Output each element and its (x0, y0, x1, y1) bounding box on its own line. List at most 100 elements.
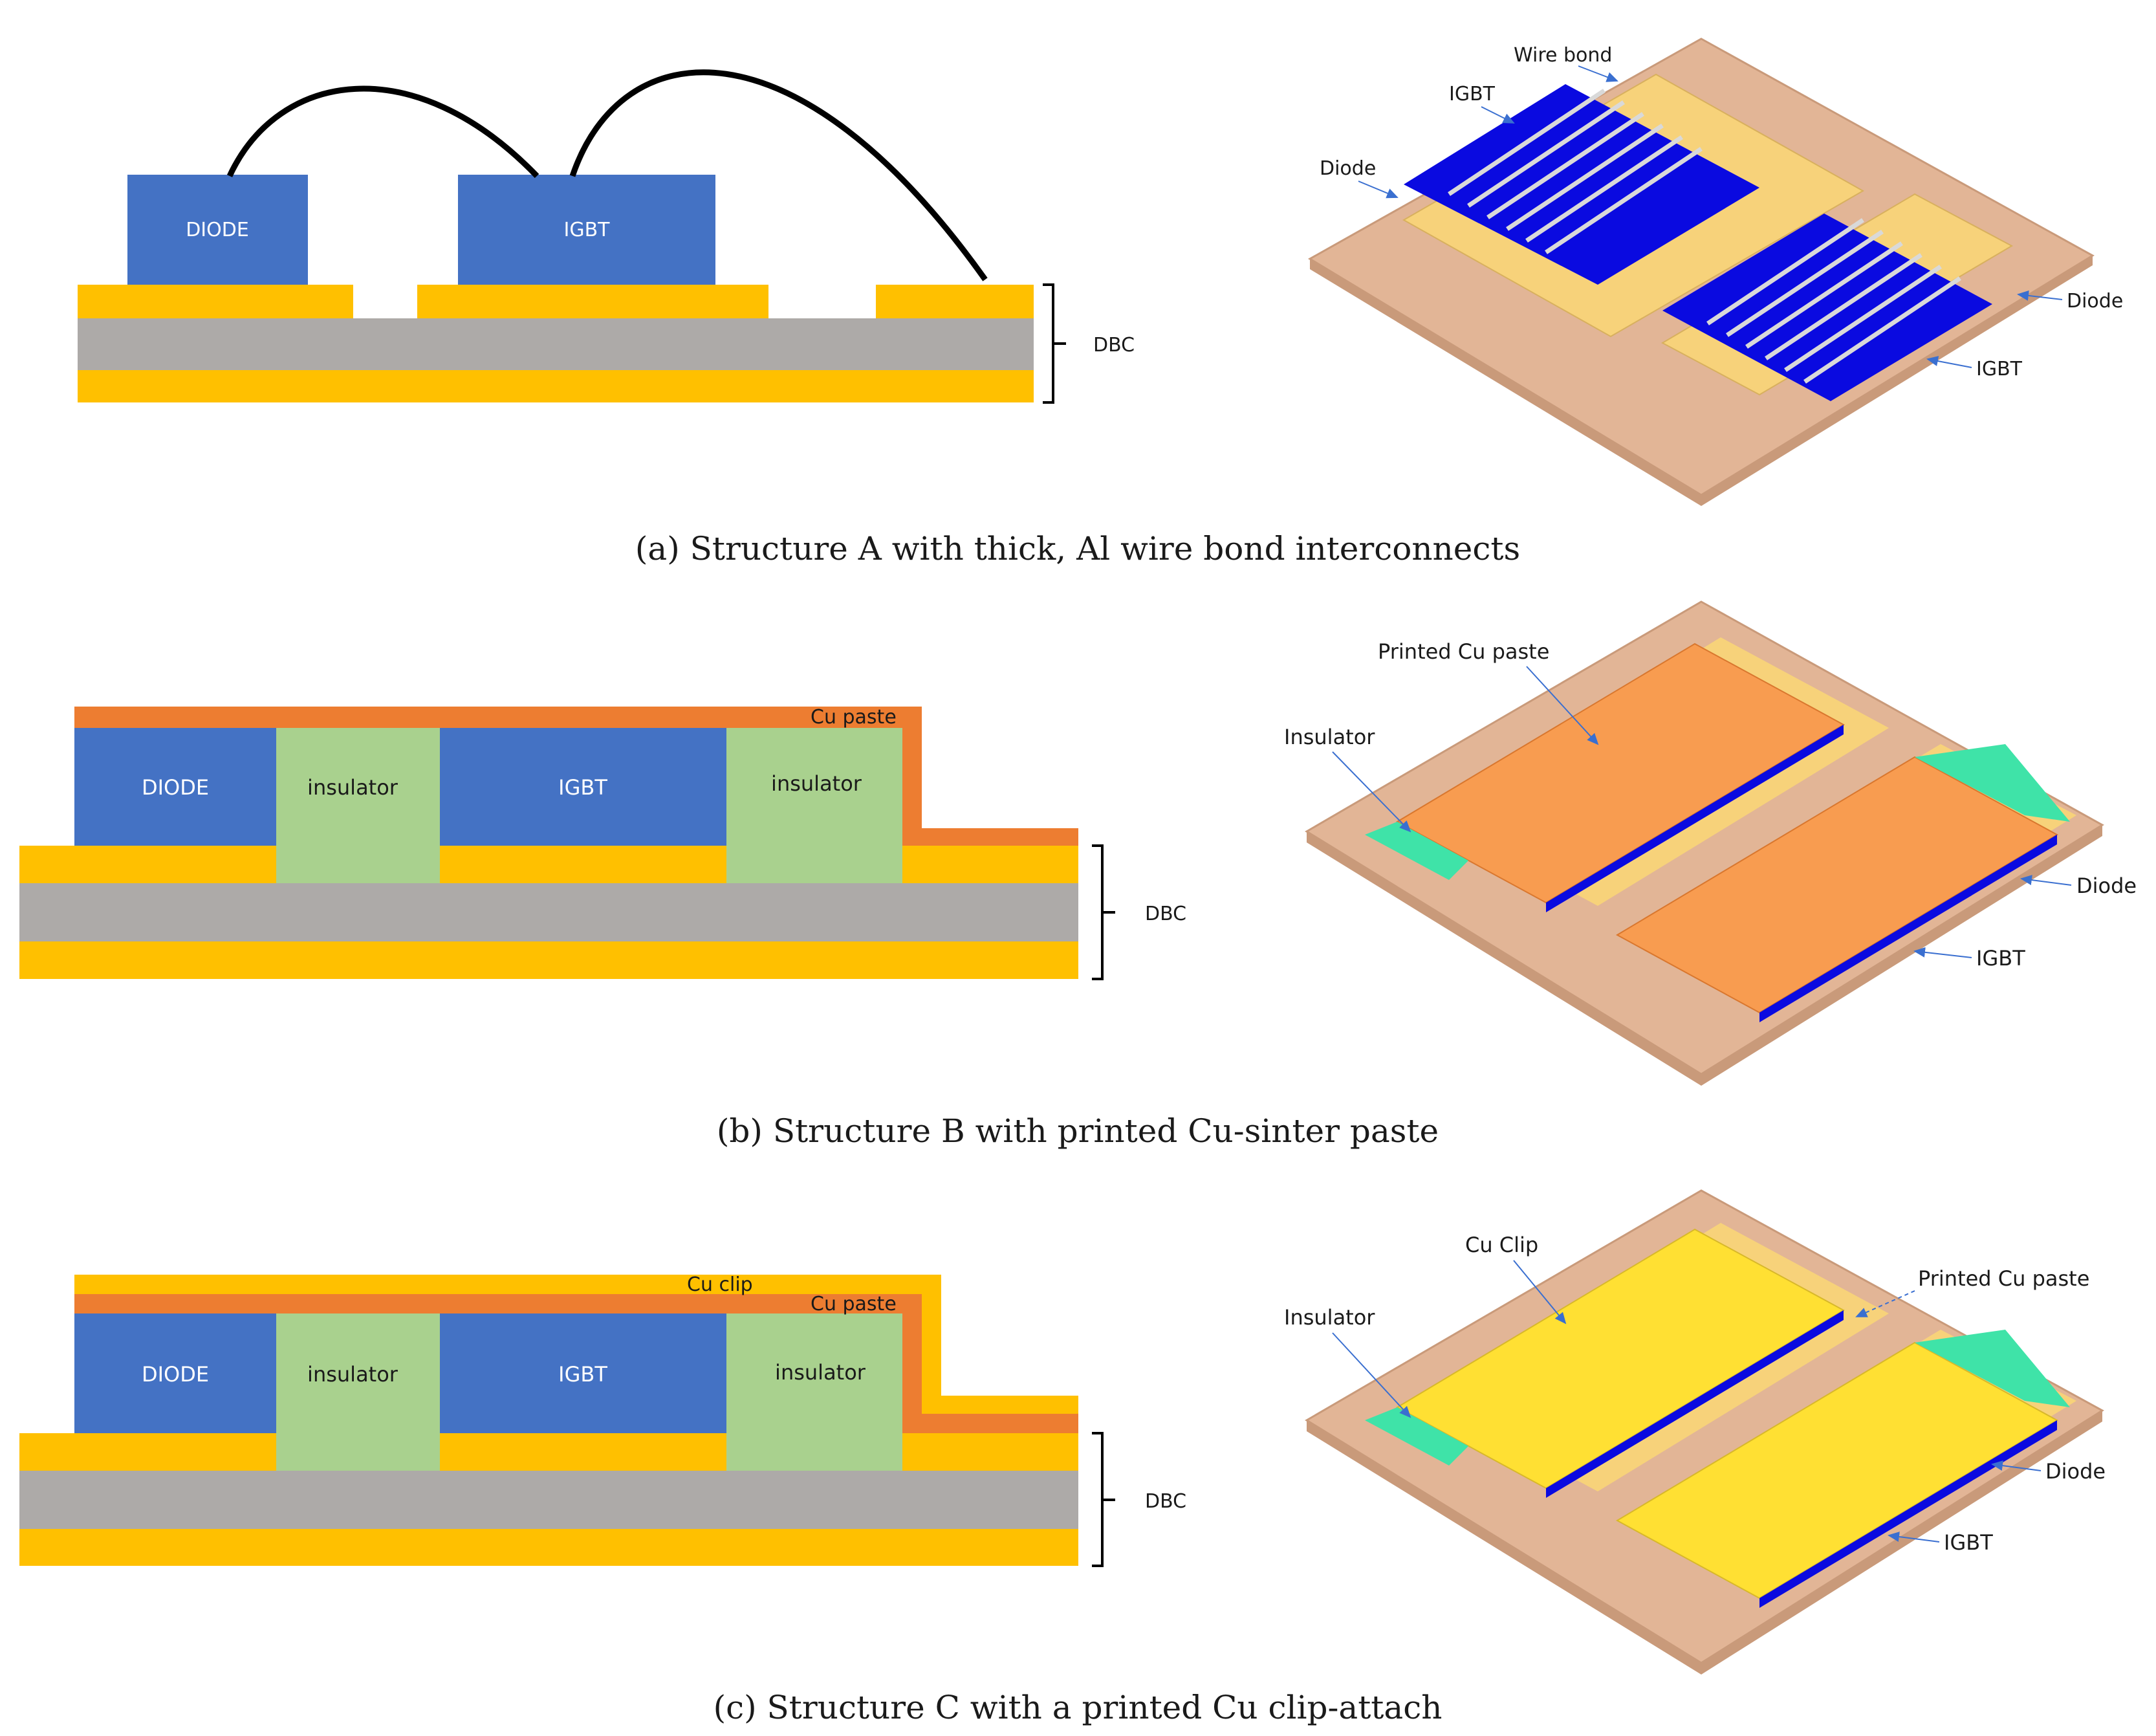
dbc-label: DBC (1145, 903, 1186, 925)
panel-a: DIODE IGBT DBC Wire bond IG (78, 38, 2123, 567)
wire-bonds-3d (1448, 89, 1961, 384)
diode-chip (74, 1313, 276, 1433)
dbc-top-copper-1 (19, 1433, 323, 1471)
wire-bond-2 (569, 69, 988, 281)
diode-label: DIODE (142, 1362, 209, 1387)
cross-section-b: DIODE insulator IGBT insulator Cu paste … (19, 706, 1186, 980)
insulator-1 (276, 728, 440, 883)
insulator-1 (276, 1313, 440, 1471)
cross-section-a: DIODE IGBT DBC (78, 69, 1135, 404)
arrow-insulator (1332, 751, 1411, 833)
chip-edge-left (1546, 725, 1844, 912)
arrow-printed-cu-paste (1526, 666, 1599, 745)
label-igbt: IGBT (1976, 946, 2025, 971)
dbc-top-copper-2 (417, 285, 768, 318)
igbt-chip (440, 728, 726, 846)
label-igbt-2: IGBT (1976, 358, 2023, 380)
dbc-bracket (1092, 1432, 1115, 1567)
dbc-bracket (1043, 283, 1066, 404)
label-igbt: IGBT (1944, 1530, 1993, 1555)
dbc-label: DBC (1145, 1490, 1186, 1513)
arrow-igbt-1 (1481, 106, 1515, 124)
insulator-1-label: insulator (307, 775, 398, 800)
diode-chip (127, 175, 308, 285)
chip-edge-right (1759, 835, 2057, 1022)
arrow-cu-clip (1513, 1260, 1567, 1324)
insulator-2-label: insulator (771, 771, 862, 796)
dbc-bracket (1092, 844, 1115, 980)
label-diode-1: Diode (1320, 157, 1376, 180)
caption-c: (c) Structure C with a printed Cu clip-a… (713, 1689, 1443, 1726)
dbc-top-copper-2 (396, 1433, 784, 1471)
render-3d-c: Cu Clip Printed Cu paste Insulator Diode… (1284, 1189, 2106, 1675)
render-3d-b: Printed Cu paste Insulator Diode IGBT (1284, 600, 2137, 1086)
label-printed-cu-paste: Printed Cu paste (1378, 639, 1549, 664)
cross-section-c: DIODE insulator IGBT insulator Cu clip C… (19, 1273, 1186, 1567)
insulator-2 (726, 728, 902, 883)
diode-chip (74, 728, 276, 846)
dbc-bottom-copper (19, 1529, 1078, 1566)
cu-paste-label: Cu paste (811, 706, 897, 729)
dbc-top-copper-3 (902, 846, 1078, 883)
insulator-2 (726, 1313, 902, 1471)
igbt-chip (458, 175, 715, 285)
diode-label: DIODE (142, 775, 209, 800)
wire-bond-1 (226, 85, 539, 179)
label-cu-clip: Cu Clip (1465, 1233, 1538, 1257)
arrow-diode-2 (2017, 290, 2063, 301)
dbc-label: DBC (1093, 334, 1135, 357)
label-wire-bond: Wire bond (1514, 44, 1612, 67)
chip-edge-right (1759, 1420, 2057, 1608)
arrow-igbt-2 (1926, 356, 1972, 368)
dbc-top-copper-1 (78, 285, 353, 318)
arrow-insulator (1332, 1332, 1411, 1418)
label-insulator: Insulator (1284, 1305, 1375, 1330)
label-printed-cu-paste: Printed Cu paste (1918, 1266, 2089, 1291)
arrow-diode-1 (1358, 181, 1399, 199)
igbt-chip (440, 1313, 726, 1433)
label-diode-2: Diode (2067, 290, 2123, 313)
caption-a: (a) Structure A with thick, Al wire bond… (635, 530, 1520, 567)
arrow-igbt (1888, 1532, 1940, 1543)
dbc-bottom-copper (19, 941, 1078, 979)
cu-clip-label: Cu clip (687, 1273, 753, 1296)
arrow-diode (1991, 1460, 2042, 1471)
cu-paste-layer (74, 1294, 1078, 1433)
cu-clip-layer (74, 1275, 1078, 1414)
cu-paste-label: Cu paste (811, 1293, 897, 1315)
igbt-label: IGBT (558, 775, 607, 800)
label-diode: Diode (2045, 1459, 2106, 1484)
chip-igbt-left (1404, 84, 1759, 285)
dbc-top-copper-3 (902, 1433, 1078, 1471)
label-diode: Diode (2076, 873, 2137, 898)
diode-label: DIODE (186, 219, 249, 241)
igbt-label: IGBT (563, 219, 610, 241)
render-3d-a: Wire bond IGBT Diode Diode IGBT (1308, 38, 2123, 506)
labels-3d-a: Wire bond IGBT Diode Diode IGBT (1320, 44, 2123, 380)
insulator-right (1915, 1330, 2070, 1407)
dbc-ceramic (19, 1471, 1078, 1529)
caption-b: (b) Structure B with printed Cu-sinter p… (717, 1112, 1439, 1150)
panel-c: DIODE insulator IGBT insulator Cu clip C… (19, 1189, 2106, 1726)
arrow-wire-bond (1578, 65, 1618, 82)
panel-b: DIODE insulator IGBT insulator Cu paste … (19, 600, 2137, 1150)
labels-3d-b: Printed Cu paste Insulator Diode IGBT (1284, 639, 2137, 971)
labels-3d-c: Cu Clip Printed Cu paste Insulator Diode… (1284, 1233, 2106, 1555)
insulator-right (1915, 744, 2070, 822)
dbc-ceramic (78, 318, 1034, 370)
dbc-ceramic (19, 883, 1078, 941)
chip-edge-left (1546, 1310, 1844, 1498)
dbc-top-copper-3 (876, 285, 1034, 318)
arrow-printed-cu-paste (1855, 1290, 1915, 1317)
label-insulator: Insulator (1284, 725, 1375, 749)
label-igbt-1: IGBT (1449, 83, 1496, 105)
arrow-igbt (1913, 947, 1972, 958)
igbt-label: IGBT (558, 1362, 607, 1387)
dbc-bottom-copper (78, 370, 1034, 402)
dbc-top-copper-2 (396, 846, 784, 883)
cu-paste-layer (74, 707, 1078, 846)
insulator-1-label: insulator (307, 1362, 398, 1387)
insulator-left (1365, 822, 1468, 880)
arrow-diode (2020, 875, 2072, 886)
